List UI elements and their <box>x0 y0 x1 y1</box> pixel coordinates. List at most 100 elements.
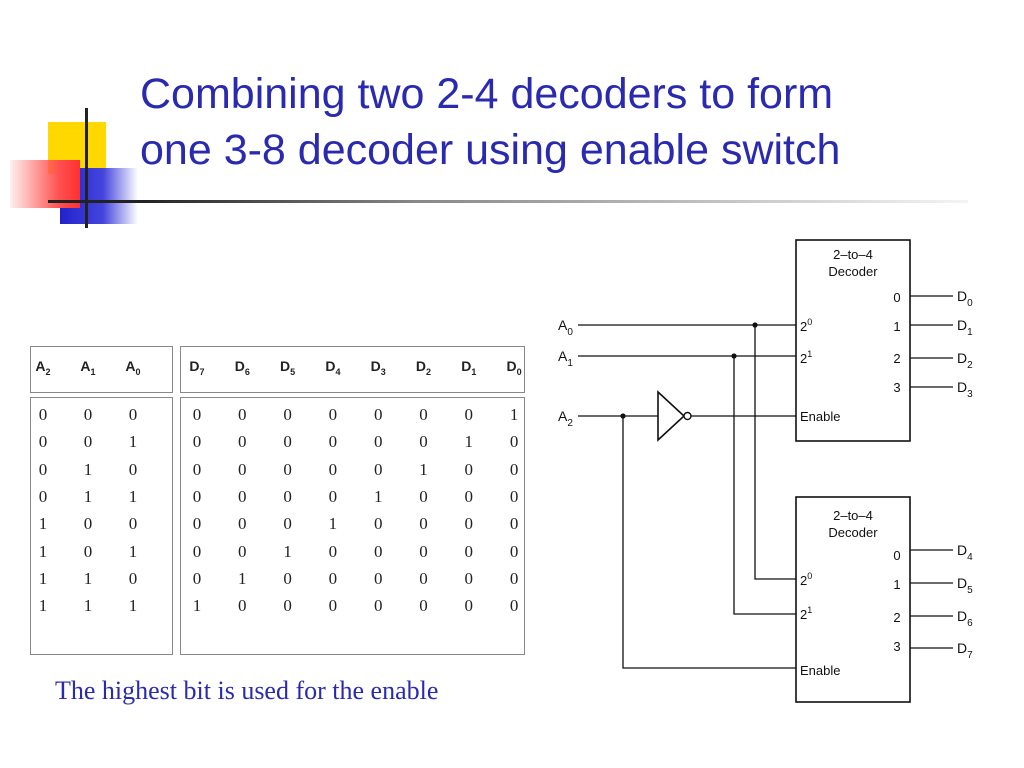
output-table-cell: 0 <box>373 596 383 616</box>
output-table-cell: 0 <box>509 514 519 534</box>
output-table-header-d3: D3 <box>370 358 386 377</box>
output-label-d6: D6 <box>957 608 973 629</box>
decoder-top-title-1: 2–to–4 <box>833 247 873 262</box>
input-table-cell: 1 <box>128 432 138 452</box>
input-table-cell: 0 <box>128 514 138 534</box>
junction-a1 <box>731 353 737 359</box>
input-table-cell: 1 <box>38 568 48 588</box>
output-table-cell: 0 <box>283 486 292 506</box>
decoder-bottom-box <box>795 496 911 703</box>
decoder-top-pin-a: 20 <box>800 317 812 334</box>
output-table-cell: 0 <box>192 541 202 561</box>
output-table-cell: 0 <box>238 486 247 506</box>
output-table-cell: 0 <box>328 405 338 424</box>
output-table-cell: 0 <box>509 486 519 506</box>
circuit-wires <box>578 295 953 669</box>
output-table-cell: 0 <box>283 459 292 479</box>
input-table-cell: 0 <box>83 432 93 452</box>
input-label-a2: A2 <box>558 408 573 429</box>
output-table-header-d0: D0 <box>506 358 522 377</box>
output-table-cell: 1 <box>328 514 338 534</box>
decoder-bottom-pin-b: 21 <box>800 605 812 622</box>
output-table-cell: 0 <box>373 459 383 479</box>
input-table-cell: 0 <box>38 405 48 424</box>
output-table-cell: 0 <box>328 596 338 616</box>
input-table-cell: 1 <box>38 514 48 534</box>
output-table-header-d1: D1 <box>461 358 477 377</box>
input-table-header-a0: A0 <box>125 358 141 377</box>
decoder-bottom-out-0: 0 <box>893 548 900 563</box>
decoder-top-out-2: 2 <box>893 351 900 366</box>
input-label-a1: A1 <box>558 348 573 369</box>
title-line-2: one 3-8 decoder using enable switch <box>140 126 841 174</box>
output-label-d3: D3 <box>957 379 973 400</box>
decoder-top-box <box>795 239 911 442</box>
output-label-d1: D1 <box>957 317 973 338</box>
slide-caption: The highest bit is used for the enable <box>55 676 439 705</box>
output-table-cell: 1 <box>373 486 383 506</box>
output-table-cell: 0 <box>509 568 519 588</box>
output-table-cell: 0 <box>192 568 202 588</box>
output-table-cell: 0 <box>464 541 474 561</box>
output-label-d5: D5 <box>957 575 973 596</box>
output-table-cell: 0 <box>464 568 474 588</box>
output-table-cell: 0 <box>464 459 474 479</box>
decoder-top-out-1: 1 <box>893 319 900 334</box>
output-table-cell: 0 <box>328 459 338 479</box>
output-table-header-d5: D5 <box>280 358 296 377</box>
output-table-cell: 0 <box>419 405 428 424</box>
output-table-cell: 0 <box>192 405 202 424</box>
output-table-cell: 0 <box>509 596 519 616</box>
input-table-cell: 1 <box>83 596 93 616</box>
output-table-cell: 0 <box>328 486 338 506</box>
output-table-header-d4: D4 <box>325 358 341 377</box>
decoder-bottom-pin-a: 20 <box>800 571 812 588</box>
output-table-cell: 0 <box>238 432 247 452</box>
input-table-cell: 0 <box>83 514 93 534</box>
output-table-cell: 0 <box>192 486 202 506</box>
output-table-cell: 0 <box>238 459 247 479</box>
output-table-cell: 0 <box>509 432 519 452</box>
decoder-bottom-out-3: 3 <box>893 639 900 654</box>
output-table-header-d7: D7 <box>189 358 205 377</box>
input-table-cell: 0 <box>128 459 138 479</box>
output-table-cell: 0 <box>419 596 428 616</box>
output-table-cell: 0 <box>283 596 292 616</box>
slide-logo <box>0 0 140 230</box>
junction-a0 <box>752 322 758 328</box>
inverter-bubble <box>683 411 692 421</box>
decoder-bottom-out-1: 1 <box>893 577 900 592</box>
output-table-cell: 0 <box>373 514 383 534</box>
output-table-cell: 0 <box>373 568 383 588</box>
input-table-cell: 0 <box>38 459 48 479</box>
output-table-cell: 0 <box>509 541 519 561</box>
input-label-a0: A0 <box>558 317 573 338</box>
output-table-cell: 1 <box>238 568 247 588</box>
output-table-cell: 0 <box>283 568 292 588</box>
decoder-bottom-enable-label: Enable <box>800 663 840 678</box>
input-table-header <box>30 346 173 393</box>
output-table-cell: 0 <box>283 514 292 534</box>
output-table-cell: 0 <box>192 514 202 534</box>
logo-vertical-line <box>85 108 88 228</box>
output-table-header-d6: D6 <box>234 358 250 377</box>
input-table-body <box>30 397 173 655</box>
input-table-cell: 1 <box>128 486 138 506</box>
decoder-top-enable-label: Enable <box>800 409 840 424</box>
decoder-top-out-3: 3 <box>893 380 900 395</box>
output-table-cell: 1 <box>509 405 519 424</box>
output-table-cell: 0 <box>238 541 247 561</box>
input-table-header-a2: A2 <box>35 358 51 377</box>
input-table-cell: 0 <box>83 541 93 561</box>
output-table-cell: 0 <box>328 432 338 452</box>
input-table-cell: 1 <box>38 596 48 616</box>
input-table-cell: 0 <box>128 405 138 424</box>
output-table-cell: 0 <box>419 541 428 561</box>
input-table-cell: 0 <box>38 486 48 506</box>
slide-title: Combining two 2-4 decoders to form one 3… <box>140 66 1000 178</box>
output-table-cell: 0 <box>373 405 383 424</box>
output-table-cell: 0 <box>419 486 428 506</box>
